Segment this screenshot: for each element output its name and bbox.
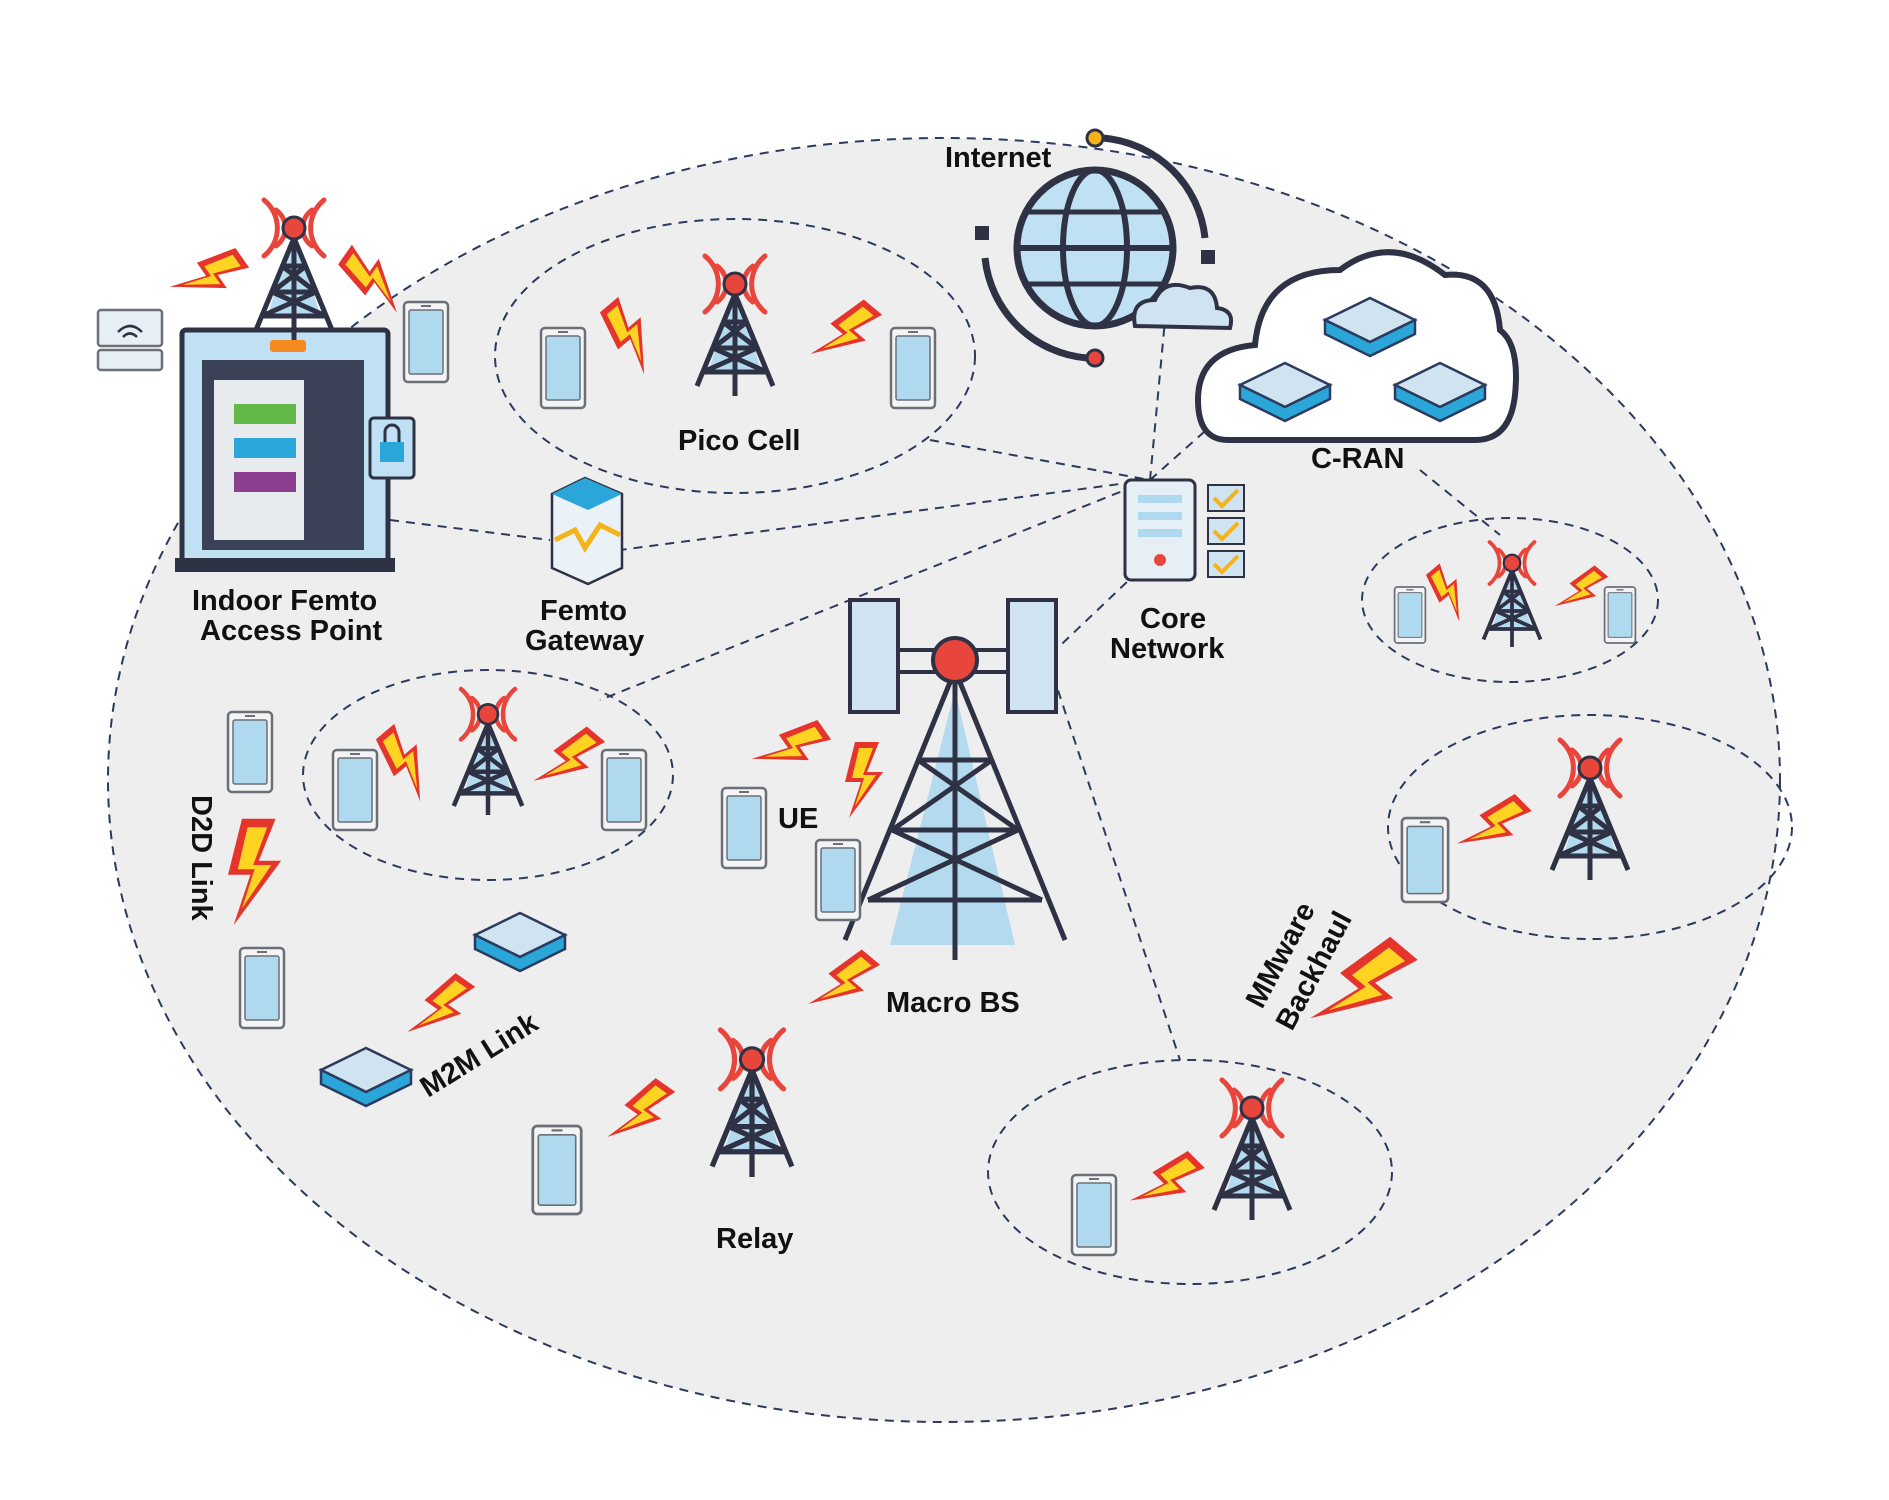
smartphone-icon bbox=[1605, 587, 1636, 643]
d2d-link-label: D2D Link bbox=[185, 795, 217, 922]
smartphone-icon bbox=[541, 328, 585, 408]
relay-label: Relay bbox=[716, 1223, 793, 1255]
lightning-bolt-icon bbox=[167, 240, 251, 315]
femto-gateway-label-line2: Gateway bbox=[525, 625, 644, 657]
smartphone-icon bbox=[816, 840, 860, 920]
smartphone-icon bbox=[1402, 818, 1448, 902]
internet-label: Internet bbox=[945, 142, 1052, 174]
ue-label: UE bbox=[778, 803, 818, 835]
smartphone-icon bbox=[722, 788, 766, 868]
core-network-label-line1: Core bbox=[1140, 603, 1206, 635]
smartphone-icon bbox=[1395, 587, 1426, 643]
core-network-label-line2: Network bbox=[1110, 633, 1225, 665]
smartphone-icon bbox=[602, 750, 646, 830]
indoor-femto-label-line2: Access Point bbox=[200, 615, 382, 647]
smartphone-icon bbox=[404, 302, 448, 382]
smartphone-icon bbox=[228, 712, 272, 792]
server-cabinet-icon bbox=[175, 330, 414, 572]
smartphone-icon bbox=[891, 328, 935, 408]
smartphone-icon bbox=[240, 948, 284, 1028]
pico-cell-label: Pico Cell bbox=[678, 425, 801, 457]
femto-gateway-label-line1: Femto bbox=[540, 595, 627, 627]
macro-bs-label: Macro BS bbox=[886, 987, 1020, 1019]
smartphone-icon bbox=[533, 1126, 581, 1214]
femto-tower bbox=[256, 200, 332, 340]
indoor-femto-label-line1: Indoor Femto bbox=[192, 585, 377, 617]
cran-label: C-RAN bbox=[1311, 443, 1404, 475]
smartphone-icon bbox=[333, 750, 377, 830]
server-rack-icon bbox=[1125, 480, 1244, 580]
laptop-icon bbox=[98, 310, 162, 370]
gateway-box-icon bbox=[552, 478, 622, 584]
smartphone-icon bbox=[1072, 1175, 1116, 1255]
